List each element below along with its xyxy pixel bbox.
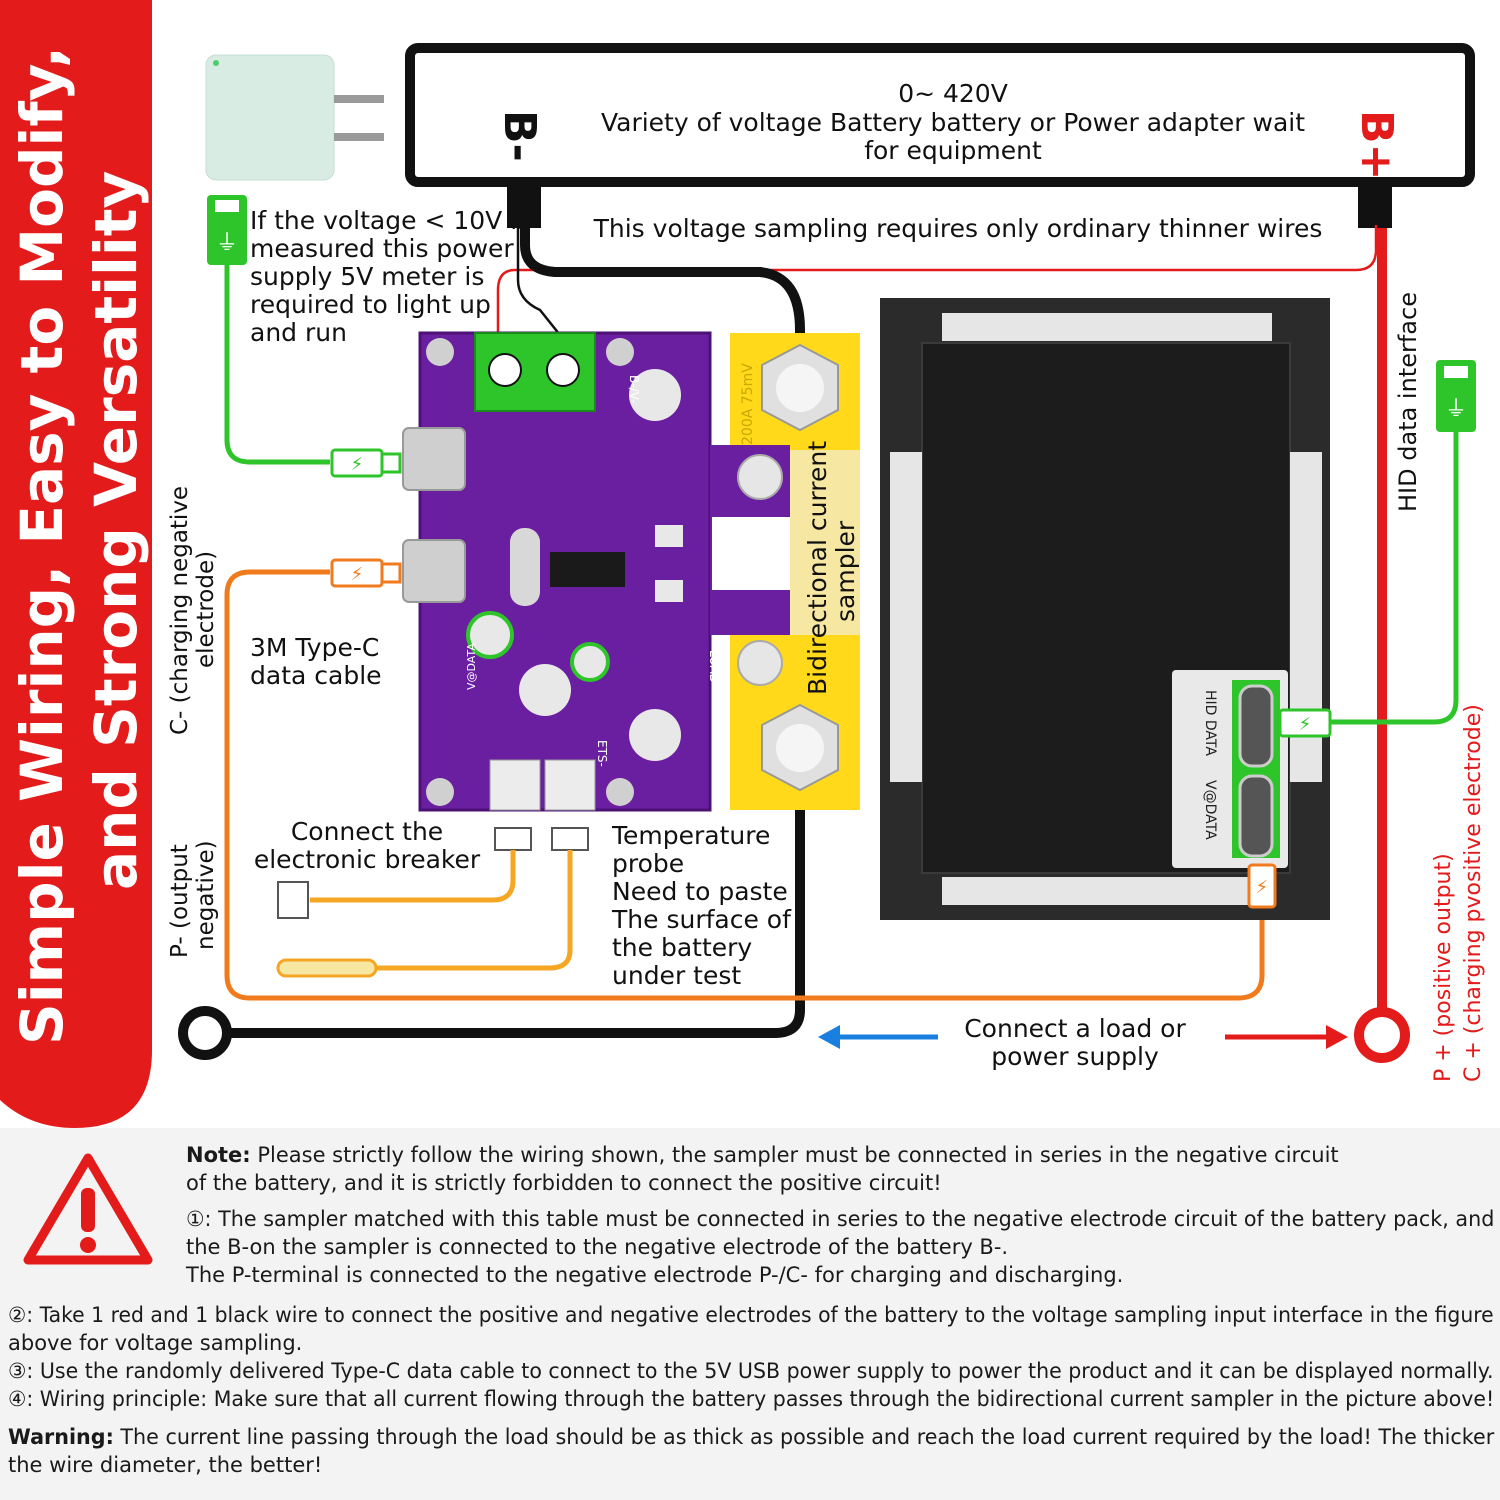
item2-line1: ②: Take 1 red and 1 black wire to connec… bbox=[8, 1303, 1494, 1327]
hid-label: HID data interface bbox=[1394, 292, 1422, 512]
voltage-sampling-red-wire bbox=[496, 225, 1378, 347]
usb-icon-right: ⏚ bbox=[1436, 360, 1476, 432]
svg-text:⏚: ⏚ bbox=[1445, 397, 1467, 422]
temp-label-line4: The surface of bbox=[611, 905, 792, 934]
item1-line1: ①: The sampler matched with this table m… bbox=[186, 1207, 1495, 1231]
side-banner bbox=[0, 0, 152, 1128]
p-plus-label-line1: P + (positive output) bbox=[1431, 853, 1456, 1082]
p-minus-label-line2: negative) bbox=[193, 840, 219, 950]
power-note-line3: supply 5V meter is bbox=[250, 262, 484, 291]
display-module: HID DATA V@DATA bbox=[880, 298, 1330, 920]
port-hid-label: HID DATA bbox=[1202, 690, 1218, 756]
warning-line1: Warning: The current line passing throug… bbox=[8, 1423, 1494, 1451]
p-minus-terminal bbox=[178, 1006, 232, 1060]
orange-charging-cable bbox=[224, 569, 1265, 1001]
item4: ④: Wiring principle: Make sure that all … bbox=[8, 1387, 1495, 1411]
svg-text:⚡: ⚡ bbox=[351, 564, 364, 585]
breaker-label-line2: electronic breaker bbox=[254, 845, 481, 874]
temp-probe-wire bbox=[375, 850, 573, 971]
warning-icon bbox=[23, 1153, 153, 1265]
breaker-label-line1: Connect the bbox=[291, 817, 443, 846]
lightning-icon: ⚡ bbox=[330, 448, 402, 478]
warning-bold: Warning: bbox=[8, 1425, 114, 1449]
p-plus-terminal bbox=[1354, 1007, 1410, 1063]
power-note-line2: measured this power bbox=[250, 234, 514, 263]
usb-icon: ⏚ bbox=[207, 195, 247, 265]
board-bv-text: B-/V- bbox=[627, 375, 641, 403]
sampler-rating: 200A 75mV bbox=[740, 363, 756, 445]
load-label-line2: power supply bbox=[991, 1042, 1159, 1071]
c-minus-label-line2: electrode) bbox=[193, 551, 219, 668]
svg-text:⚡: ⚡ bbox=[1256, 877, 1269, 898]
board-ets-text: ETS- bbox=[595, 740, 609, 767]
svg-text:⚡: ⚡ bbox=[1299, 714, 1312, 735]
temperature-probe-icon bbox=[276, 958, 378, 978]
battery-negative-wire bbox=[520, 228, 805, 380]
battery-neg-label: B- bbox=[494, 110, 545, 162]
arrow-left-icon bbox=[818, 1025, 938, 1049]
breaker-wire bbox=[310, 850, 516, 903]
orange-lightning-icon: ⚡ bbox=[330, 558, 402, 588]
note-bold: Note: bbox=[186, 1143, 251, 1167]
svg-text:⚡: ⚡ bbox=[351, 454, 364, 475]
port-vdata-label: V@DATA bbox=[1202, 780, 1218, 840]
temp-label-line1: Temperature bbox=[611, 821, 770, 850]
warning-line2: the wire diameter, the better! bbox=[8, 1453, 323, 1477]
p-minus-label-line1: P- (output bbox=[167, 844, 193, 958]
battery-box bbox=[405, 43, 1475, 187]
notes-panel: Note: Please strictly follow the wiring … bbox=[0, 1128, 1500, 1500]
board-load-text: LOAD- bbox=[707, 650, 721, 687]
battery-desc-line2: Variety of voltage Battery battery or Po… bbox=[601, 108, 1305, 137]
svg-text:⏚: ⏚ bbox=[216, 231, 238, 256]
battery-voltage: 0~ 420V bbox=[898, 79, 1008, 108]
hid-data-cable bbox=[1330, 432, 1459, 725]
load-label-line1: Connect a load or bbox=[964, 1014, 1186, 1043]
warning-text: The current line passing through the loa… bbox=[113, 1425, 1495, 1449]
voltage-sampling-black-wire bbox=[516, 228, 561, 336]
voltage-sampling-note: This voltage sampling requires only ordi… bbox=[593, 214, 1323, 243]
power-note-line4: required to light up bbox=[250, 290, 491, 319]
control-board: B-/V- LOAD- V@DATA ETS- bbox=[402, 331, 721, 812]
current-sampler: 200A 75mV bbox=[710, 333, 860, 810]
item1-line2: the B-on the sampler is connected to the… bbox=[186, 1235, 1009, 1259]
note-text: Please strictly follow the wiring shown,… bbox=[250, 1143, 1339, 1167]
power-note-line1: If the voltage < 10V is bbox=[250, 206, 530, 235]
connector-icon bbox=[277, 827, 589, 919]
c-minus-label-line1: C- (charging negative bbox=[167, 486, 193, 735]
hid-lightning-icon: ⚡ bbox=[1278, 708, 1332, 738]
p-plus-label-line2: C + (charging pvositive electrode) bbox=[1461, 704, 1486, 1082]
output-negative-wire bbox=[225, 800, 805, 1038]
arrow-right-icon bbox=[1225, 1025, 1348, 1049]
power-note-line5: and run bbox=[250, 318, 347, 347]
cable-label-line1: 3M Type-C bbox=[250, 633, 379, 662]
wiring-diagram: Simple Wiring, Easy to Modify, and Stron… bbox=[0, 0, 1486, 1128]
power-adapter-icon bbox=[205, 54, 384, 181]
sampler-label-line1: Bidirectional current bbox=[803, 441, 832, 695]
battery-pos-label: B+ bbox=[1351, 110, 1402, 180]
banner-line1: Simple Wiring, Easy to Modify, bbox=[8, 46, 76, 1045]
vdata-lightning-icon: ⚡ bbox=[1247, 863, 1277, 909]
green-power-cable bbox=[224, 265, 330, 465]
temp-label-line2: probe bbox=[612, 849, 684, 878]
sampler-label-line2: sampler bbox=[831, 520, 860, 622]
item1-line3: The P-terminal is connected to the negat… bbox=[186, 1263, 1124, 1287]
board-vdata-text: V@DATA bbox=[465, 643, 478, 690]
note-line1: Note: Please strictly follow the wiring … bbox=[186, 1141, 1339, 1169]
temp-label-line5: the battery bbox=[612, 933, 752, 962]
item2-line2: above for voltage sampling. bbox=[8, 1331, 303, 1355]
temp-label-line3: Need to paste bbox=[612, 877, 788, 906]
battery-desc-line3: for equipment bbox=[864, 136, 1042, 165]
temp-label-line6: under test bbox=[612, 961, 741, 990]
note-line2: of the battery, and it is strictly forbi… bbox=[186, 1171, 942, 1195]
cable-label-line2: data cable bbox=[250, 661, 382, 690]
banner-line2: and Strong Versatility bbox=[82, 171, 150, 890]
item3: ③: Use the randomly delivered Type-C dat… bbox=[8, 1359, 1494, 1383]
